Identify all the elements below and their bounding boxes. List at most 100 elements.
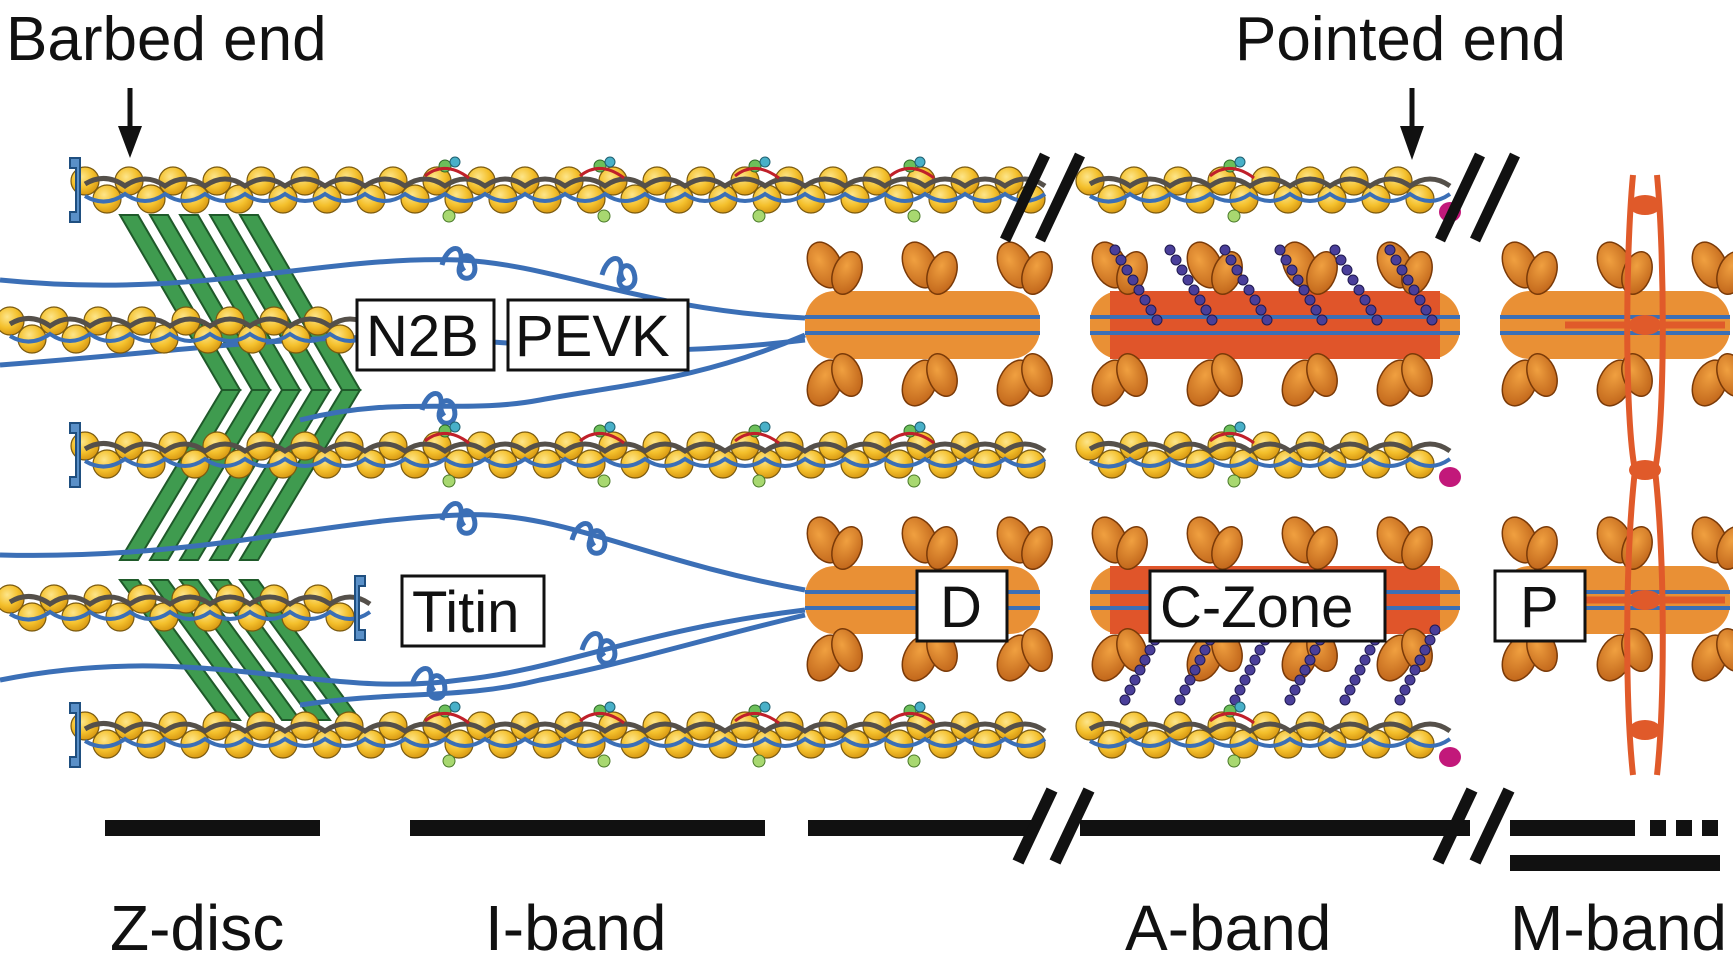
tropomyosin-strand <box>8 594 372 608</box>
troponin-complex <box>734 701 780 768</box>
mybp-c-bead <box>1115 254 1127 266</box>
troponin-tail <box>424 712 470 725</box>
mybp-c-bead <box>1249 294 1261 306</box>
myosin-head <box>831 353 863 397</box>
filament-break-mark <box>1035 152 1085 243</box>
troponin-tail <box>889 712 935 725</box>
mybp-c-bead <box>1182 274 1194 286</box>
pevk-coil <box>439 501 478 536</box>
p-zone-label: P <box>1520 575 1559 640</box>
tropomyosin-strand <box>1088 176 1452 190</box>
pevk-label-box: PEVK <box>506 298 690 372</box>
troponin-complex <box>579 156 625 223</box>
titin-label: Titin <box>412 580 519 645</box>
mybp-c-bead <box>1426 314 1438 326</box>
tropomyosin-strand <box>8 316 372 330</box>
troponin-tail <box>579 167 625 180</box>
mybp-c-bead <box>1243 284 1255 296</box>
c-zone-label-box: C-Zone <box>1148 569 1387 643</box>
myosin-head <box>1116 526 1148 570</box>
troponin-subunit <box>1234 156 1246 168</box>
mybp-c-bead <box>1234 684 1246 696</box>
m-band-bar-lower <box>1510 855 1720 871</box>
mybp-c-bead <box>1298 284 1310 296</box>
mybp-c-bead <box>1390 254 1402 266</box>
troponin-tail <box>734 712 780 725</box>
tropomyosin-strand <box>1088 721 1452 735</box>
i-band-bar-2 <box>808 820 1033 836</box>
myosin-head <box>1211 526 1243 570</box>
myosin-head <box>1526 353 1558 397</box>
region-bars <box>105 787 1720 871</box>
mybp-c-bead <box>1274 244 1286 256</box>
troponin-complex <box>424 701 470 768</box>
myosin-head <box>1021 353 1053 397</box>
d-zone-label: D <box>940 575 982 640</box>
mybp-c-bead <box>1151 314 1163 326</box>
troponin-subunit <box>914 701 926 713</box>
thin-filament-row-2 <box>70 431 1047 479</box>
z-disc-label: Z-disc <box>110 892 284 958</box>
mybp-c-bead <box>1244 664 1256 676</box>
mybp-c-bead <box>1292 274 1304 286</box>
mybp-c-bead <box>1419 644 1431 656</box>
mybp-c-bead <box>1299 664 1311 676</box>
d-zone-label-box: D <box>915 569 1009 643</box>
mybp-c-bead <box>1144 644 1156 656</box>
myosin-head <box>1401 526 1433 570</box>
mybp-c-bead <box>1237 274 1249 286</box>
m-band-bar-dash-3 <box>1702 820 1718 836</box>
mybp-c-bead <box>1310 304 1322 316</box>
mybp-c-bead <box>1219 244 1231 256</box>
nebulin-strand <box>1088 736 1452 749</box>
z-disc-filament-lower <box>0 584 372 632</box>
mybp-c-bead <box>1335 254 1347 266</box>
titin-label-box: Titin <box>400 574 546 648</box>
barbed-end-arrow <box>118 88 142 158</box>
troponin-tail <box>579 712 625 725</box>
thick-filament-backbone <box>805 291 1040 359</box>
myosin-head <box>1306 251 1338 295</box>
troponin-complex <box>1209 421 1255 488</box>
thin-filament-row-3 <box>70 711 1047 759</box>
mybp-c-bead <box>1409 664 1421 676</box>
troponin-complex <box>889 156 935 223</box>
nebulin-strand <box>1088 456 1452 469</box>
m-band-node <box>1629 720 1661 740</box>
a-band-bar <box>1080 820 1470 836</box>
mybp-c-bead <box>1170 254 1182 266</box>
mybp-c-bead <box>1402 274 1414 286</box>
mybp-c-bead <box>1119 694 1131 706</box>
i-band-label: I-band <box>485 892 666 958</box>
mybp-c-chain <box>1384 244 1441 706</box>
troponin-subunit <box>907 209 921 223</box>
break-marks <box>1000 152 1520 243</box>
troponin-tail <box>889 432 935 445</box>
troponin-subunit <box>604 701 616 713</box>
z-disc-bar <box>105 820 320 836</box>
pointed-end-arrow <box>1400 88 1424 160</box>
mybp-c-bead <box>1353 284 1365 296</box>
tropomodulin-cap-3 <box>1439 747 1461 767</box>
mybp-c-bead <box>1139 294 1151 306</box>
mybp-c-bead <box>1194 294 1206 306</box>
troponin-subunit <box>597 754 611 768</box>
troponin-subunit <box>604 156 616 168</box>
m-band-structure <box>1565 174 1725 776</box>
troponin-tail <box>579 432 625 445</box>
nebulin-strand <box>83 191 1047 204</box>
mybp-c-bead <box>1304 294 1316 306</box>
mybp-c-bead <box>1127 274 1139 286</box>
mybp-c-bead <box>1359 654 1371 666</box>
capping-protein <box>69 157 81 223</box>
troponin-subunit <box>914 421 926 433</box>
mybp-c-bead <box>1145 304 1157 316</box>
tropomyosin-strand <box>83 721 1047 735</box>
mybp-c-bead <box>1255 304 1267 316</box>
mybp-c-bead <box>1349 674 1361 686</box>
mybp-c-bead <box>1184 674 1196 686</box>
filament-break-mark <box>1000 152 1050 243</box>
mybp-c-bead <box>1176 264 1188 276</box>
troponin-tail <box>889 167 935 180</box>
troponin-complex <box>734 421 780 488</box>
